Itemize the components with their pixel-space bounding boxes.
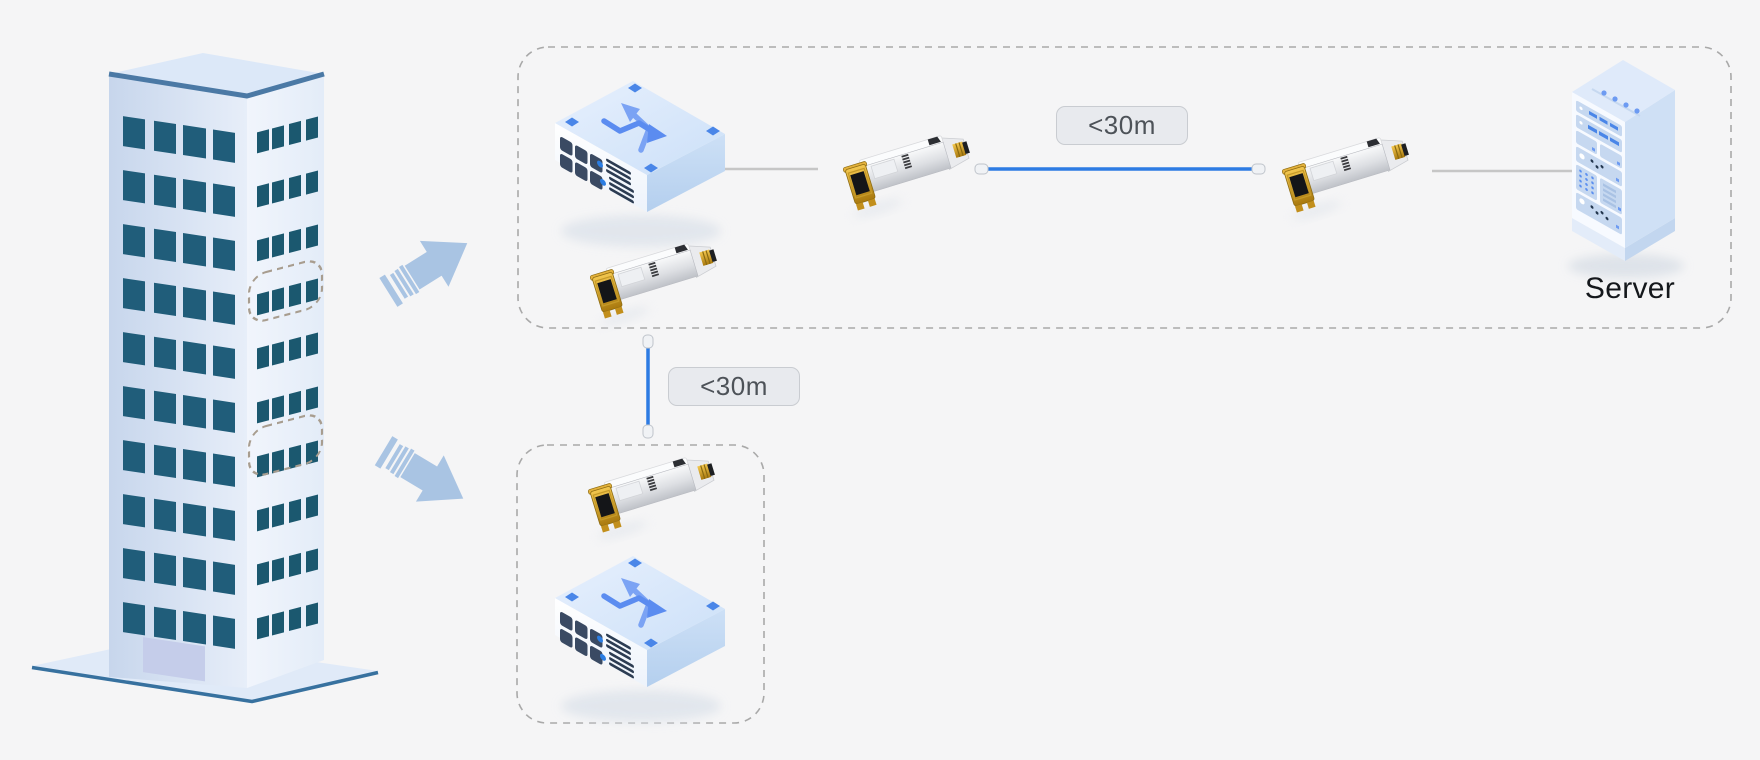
sfp-transceiver-2 (1277, 131, 1418, 223)
network-switch-bottom (555, 556, 725, 722)
building-door (143, 637, 205, 682)
building-front-windows (123, 116, 235, 682)
server-side-face (1625, 90, 1675, 248)
top-group-box (517, 46, 1732, 329)
bottom-group-box (516, 444, 765, 724)
sfp-transceiver-3 (585, 237, 726, 329)
building-front-face (109, 76, 247, 688)
blue-cable-vertical (642, 334, 654, 439)
building-roof-band (108, 71, 325, 99)
floor-highlight-outline-1 (247, 260, 324, 322)
arrow-to-top-group-icon (374, 220, 482, 316)
building-roof (109, 53, 324, 96)
office-building (31, 53, 379, 704)
server-front-panels (1576, 100, 1622, 235)
sfp-transceiver-4 (583, 451, 724, 543)
server-rack (1568, 60, 1684, 278)
sfp-transceiver-1 (838, 129, 979, 221)
building-side-windows (247, 116, 324, 640)
building-side-face (247, 76, 324, 688)
cable-length-label-vertical: <30m (668, 367, 800, 406)
server-top-face (1572, 60, 1675, 122)
server-top-leds (1591, 88, 1641, 117)
network-switch-top (555, 81, 725, 247)
cable-length-label-top: <30m (1056, 106, 1188, 145)
blue-cable-horizontal (974, 163, 1266, 175)
arrow-to-bottom-group-icon (369, 427, 478, 522)
floor-highlight-outline-2 (247, 414, 324, 476)
server-label: Server (1584, 272, 1676, 305)
